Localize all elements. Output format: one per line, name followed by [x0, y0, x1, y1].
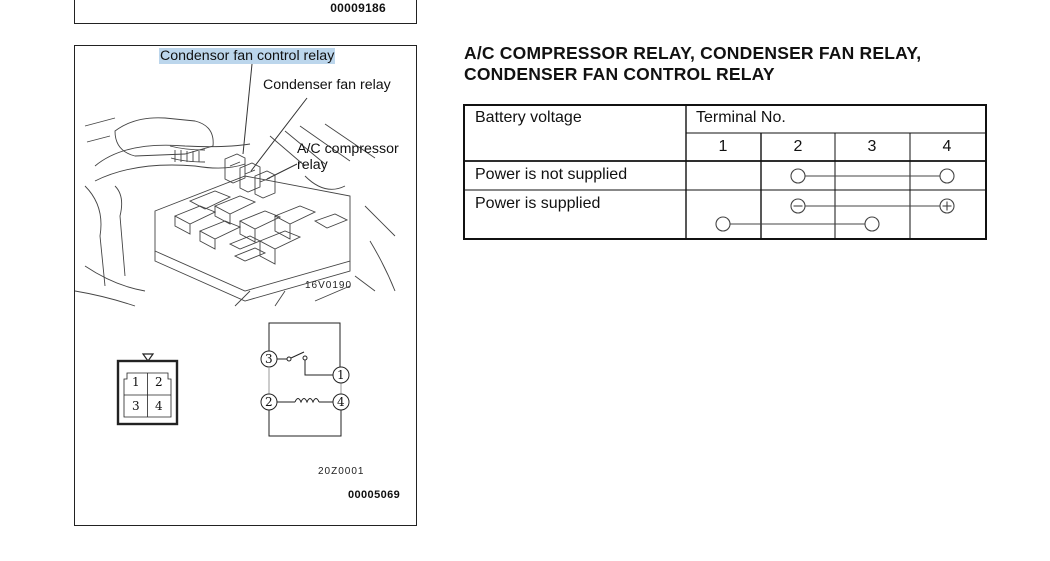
illustration-code: 16V0190: [305, 280, 353, 291]
engine-bay-illustration: [75, 63, 396, 307]
table-grid: [463, 104, 987, 240]
label-ac-relay-line2: relay: [297, 157, 328, 173]
continuity-table: Battery voltage Terminal No. 1 2 3 4 Pow…: [463, 104, 987, 240]
terminal-header-3: 3: [867, 138, 877, 155]
connector-diagram: [116, 353, 179, 426]
previous-figure-box: 00009186: [74, 0, 417, 24]
label-fan-relay: Condenser fan relay: [263, 77, 391, 93]
switch-contact-icon: [277, 351, 333, 376]
circuit-top-wire: [268, 322, 341, 367]
continuity-point-terminal-4: [939, 168, 955, 184]
header-battery-voltage: Battery voltage: [475, 109, 582, 126]
leader-line-fan-relay: [250, 97, 308, 172]
figure-code: 00005069: [348, 489, 401, 501]
previous-figure-code: 00009186: [330, 1, 386, 15]
coil-icon: [277, 398, 333, 404]
section-title-line2: CONDENSER FAN CONTROL RELAY: [464, 64, 775, 84]
row-condition-supplied: Power is supplied: [475, 195, 601, 212]
connector-pin-3: 3: [132, 399, 140, 413]
leader-line-control-relay: [242, 63, 253, 155]
connector-pin-4: 4: [155, 399, 163, 413]
header-terminal-no: Terminal No.: [696, 109, 786, 126]
section-title: A/C COMPRESSOR RELAY, CONDENSER FAN RELA…: [464, 43, 921, 85]
section-title-line1: A/C COMPRESSOR RELAY, CONDENSER FAN RELA…: [464, 43, 922, 63]
row-condition-not-supplied: Power is not supplied: [475, 166, 628, 183]
leader-line-ac-relay: [266, 163, 298, 180]
circuit-label-2: 2: [265, 395, 273, 409]
circuit-label-1: 1: [337, 368, 345, 382]
connector-latch-icon: [141, 353, 155, 363]
connector-outer: [116, 359, 179, 426]
terminal-header-4: 4: [942, 138, 952, 155]
circuit-label-4: 4: [337, 395, 345, 409]
continuity-point-terminal-3: [864, 216, 880, 232]
circuit-code: 20Z0001: [318, 466, 365, 477]
relay-circuit-diagram: [260, 322, 350, 437]
circuit-label-3: 3: [265, 352, 273, 366]
label-control-relay: Condensor fan control relay: [159, 48, 336, 64]
connector-pin-1: 1: [132, 375, 140, 389]
fuse-box-sketch: [75, 117, 396, 307]
label-control-relay-text: Condensor fan control relay: [159, 48, 336, 64]
circuit-bottom-wire: [268, 410, 342, 437]
continuity-point-terminal-2: [790, 168, 806, 184]
terminal-header-1: 1: [718, 138, 728, 155]
terminal-header-2: 2: [793, 138, 803, 155]
label-ac-relay-line1: A/C compressor: [297, 141, 399, 157]
connector-inner: [123, 372, 172, 418]
connector-pin-2: 2: [155, 375, 163, 389]
relay-location-figure: Condensor fan control relay Condenser fa…: [74, 45, 417, 526]
continuity-point-terminal-1: [715, 216, 731, 232]
